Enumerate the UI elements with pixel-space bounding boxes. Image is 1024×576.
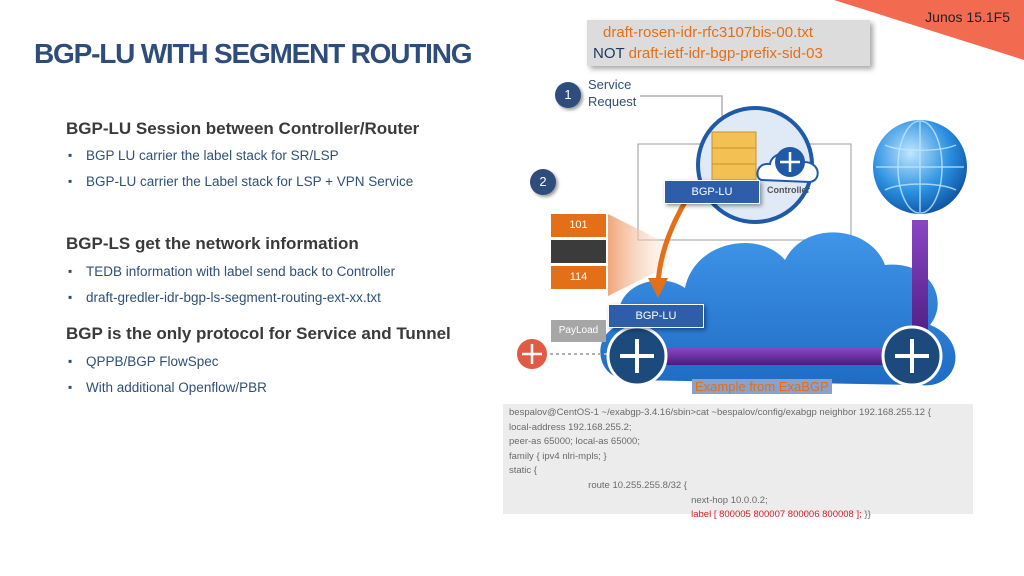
- section-heading-bgp-service: BGP is the only protocol for Service and…: [66, 324, 451, 343]
- bullet-item: With additional Openflow/PBR: [68, 380, 267, 395]
- bullet-item: BGP LU carrier the label stack for SR/LS…: [68, 148, 339, 163]
- bgp-lu-router-label: BGP-LU: [608, 304, 704, 328]
- bullet-item: BGP-LU carrier the Label stack for LSP +…: [68, 174, 413, 189]
- bullet-item: draft-gredler-idr-bgp-ls-segment-routing…: [68, 290, 381, 305]
- section-heading-bgp-lu: BGP-LU Session between Controller/Router: [66, 119, 420, 138]
- tunnel-pipe-vertical: [912, 220, 928, 348]
- junos-version: Junos 15.1F5: [925, 9, 1010, 25]
- code-line: local-address 192.168.255.2;: [509, 421, 632, 433]
- code-closing-braces: }}: [861, 509, 871, 521]
- service-request-line-1: Service: [588, 77, 632, 92]
- code-line: peer-as 65000; local-as 65000;: [509, 436, 640, 448]
- tunnel-pipe-horizontal: [665, 348, 910, 365]
- controller-label: Controller: [767, 185, 811, 195]
- bullet-item: TEDB information with label send back to…: [68, 264, 395, 279]
- exabgp-caption: Example from ExaBGP: [692, 379, 832, 394]
- section-heading-bgp-ls: BGP-LS get the network information: [66, 234, 359, 253]
- code-line-label: label [ 800005 800007 800006 800008 ]; }…: [509, 508, 967, 523]
- draft-line-2: draft-ietf-idr-bgp-prefix-sid-03: [628, 45, 823, 62]
- corner-banner: [834, 0, 1024, 60]
- code-line: next-hop 10.0.0.2;: [509, 494, 768, 506]
- bullet-item: QPPB/BGP FlowSpec: [68, 354, 219, 369]
- page-title: BGP-LU WITH SEGMENT ROUTING: [34, 38, 473, 69]
- label-stack-bottom: 114: [551, 266, 606, 289]
- step-1-badge: 1: [555, 82, 581, 108]
- network-diagram: [515, 95, 967, 387]
- label-funnel: [608, 214, 670, 296]
- code-line: route 10.255.255.8/32 {: [509, 479, 687, 491]
- payload-box: PayLoad: [551, 320, 606, 342]
- label-stack-middle: [551, 240, 606, 263]
- label-stack-config: label [ 800005 800007 800006 800008 ];: [691, 509, 862, 521]
- draft-line-1: draft-rosen-idr-rfc3107bis-00.txt: [603, 24, 814, 41]
- service-request-line-2: Request: [588, 94, 637, 109]
- code-line: family { ipv4 nlri-mpls; }: [509, 450, 607, 462]
- step-2-badge: 2: [530, 169, 556, 195]
- draft-references: draft-rosen-idr-rfc3107bis-00.txt NOT dr…: [587, 20, 870, 66]
- draft-not-label: NOT: [593, 45, 625, 62]
- network-cloud: [600, 232, 956, 386]
- code-line: bespalov@CentOS-1 ~/exabgp-3.4.16/sbin>c…: [509, 407, 931, 418]
- code-line: static {: [509, 465, 537, 477]
- label-stack-top: 101: [551, 214, 606, 237]
- service-request-label: Service Request: [588, 76, 636, 110]
- exabgp-config-block: bespalov@CentOS-1 ~/exabgp-3.4.16/sbin>c…: [503, 404, 973, 520]
- bgp-lu-controller-label: BGP-LU: [664, 180, 760, 204]
